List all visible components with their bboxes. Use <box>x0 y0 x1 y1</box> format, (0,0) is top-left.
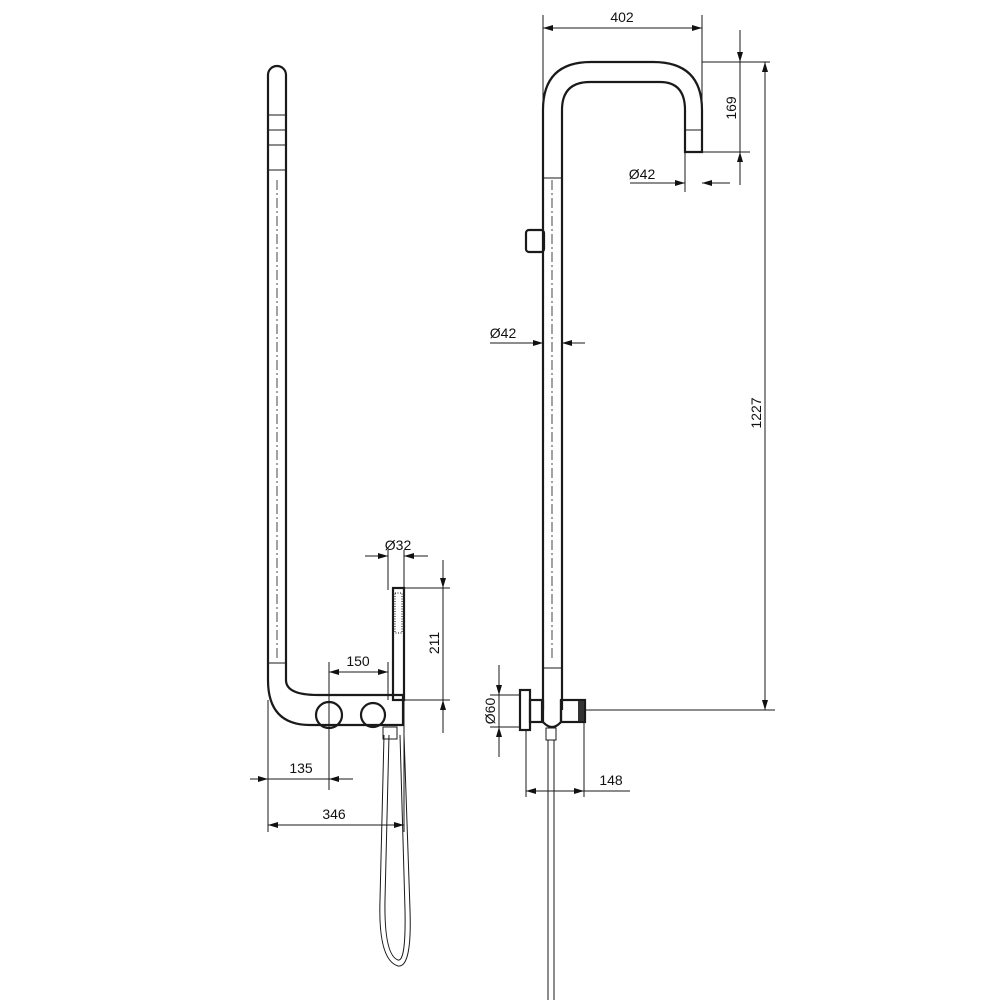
dim-flange-diameter: Ø60 <box>482 698 498 725</box>
dim-pipe-to-knob: 135 <box>289 760 313 776</box>
dim-spout-drop: 169 <box>723 96 739 120</box>
front-view <box>266 64 411 967</box>
dimension-lines <box>250 15 775 832</box>
dim-handshower-height: 211 <box>426 632 442 655</box>
dim-pipe-diameter: Ø42 <box>490 325 517 341</box>
dim-handshower-diameter: Ø32 <box>385 537 412 553</box>
dim-spout-diameter: Ø42 <box>629 166 656 182</box>
dimension-labels: 402 169 Ø42 1227 Ø42 Ø32 211 150 135 346… <box>289 9 764 822</box>
dim-wall-projection: 148 <box>599 772 623 788</box>
dim-knob-spacing: 150 <box>346 653 370 669</box>
side-view <box>518 60 704 1000</box>
dim-total-height: 1227 <box>748 397 764 428</box>
dim-top-width: 402 <box>610 9 634 25</box>
dim-pipe-to-handshower: 346 <box>322 806 346 822</box>
